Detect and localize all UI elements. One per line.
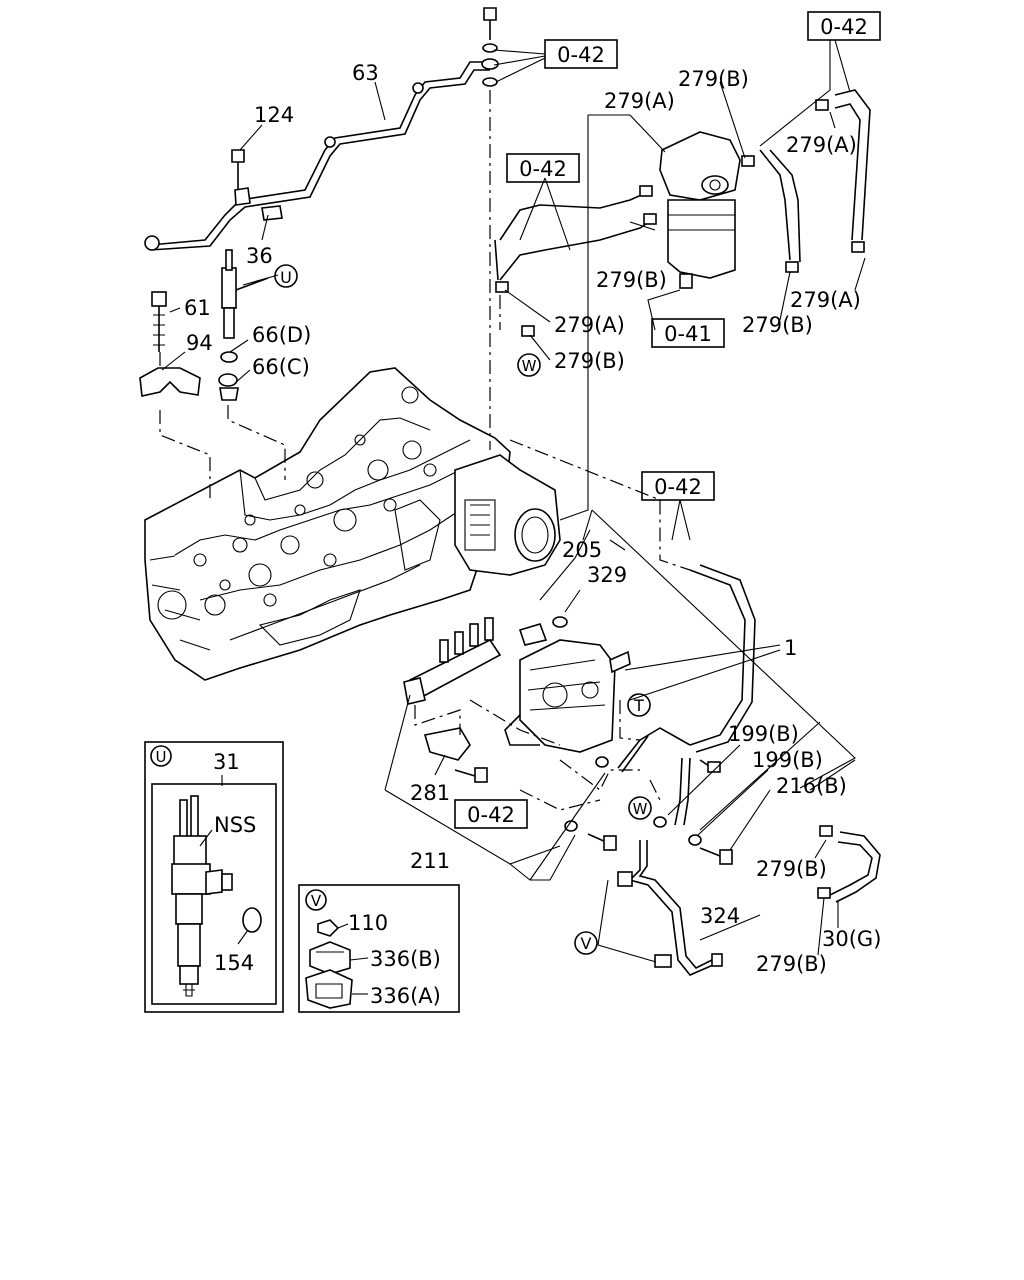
ref-box-mid-label: 0-42 <box>654 475 702 499</box>
leader-lines <box>161 39 866 963</box>
inset-v-label-336a: 336(A) <box>370 984 441 1008</box>
fuel-leak-off-pipe-63 <box>144 7 499 251</box>
inset-v-label-110: 110 <box>348 911 388 935</box>
marker-w-lower-text: W <box>633 800 648 818</box>
callout-279a-lower: 279(A) <box>790 288 861 312</box>
callout-329: 329 <box>587 563 627 587</box>
ref-box-top-label: 0-42 <box>557 43 605 67</box>
marker-u-text: U <box>280 268 292 287</box>
callout-labels: 63 124 36 61 94 66(D) 66(C) 279(A) 279(B… <box>184 61 881 976</box>
callout-279a-left: 279(A) <box>554 313 625 337</box>
inset-u-label-31: 31 <box>213 750 240 774</box>
nut-110 <box>317 919 340 937</box>
marker-w-lower: W <box>628 796 652 820</box>
fuel-filter-assembly <box>494 89 871 337</box>
callout-63: 63 <box>352 61 379 85</box>
callout-279b-hose2: 279(B) <box>756 952 827 976</box>
common-rail <box>403 617 502 783</box>
callout-94: 94 <box>186 331 213 355</box>
callout-124: 124 <box>254 103 294 127</box>
callout-281: 281 <box>410 781 450 805</box>
callout-199b-1: 199(B) <box>728 722 799 746</box>
throttle-body <box>454 454 561 576</box>
callout-279b-filter: 279(B) <box>596 268 667 292</box>
callout-279a-top: 279(A) <box>604 89 675 113</box>
ref-box-left-filter-label: 0-42 <box>519 157 567 181</box>
ref-box-mid: 0-42 <box>641 471 715 501</box>
clamp-336b <box>309 941 351 975</box>
callout-279b-left: 279(B) <box>554 349 625 373</box>
callout-199b-2: 199(B) <box>752 748 823 772</box>
circle-markers: U W T W V <box>274 264 652 955</box>
marker-w-top-text: W <box>522 357 537 375</box>
callout-324: 324 <box>700 904 740 928</box>
fuel-supply-pump <box>518 616 631 753</box>
callout-30g: 30(G) <box>822 927 881 951</box>
ref-box-lower: 0-42 <box>454 799 528 829</box>
assembly-dashed-lines <box>159 90 691 811</box>
marker-t-text: T <box>633 696 644 715</box>
marker-v: V <box>574 931 598 955</box>
callout-279b-filter2: 279(B) <box>742 313 813 337</box>
callout-211: 211 <box>410 849 450 873</box>
ref-box-left-filter: 0-42 <box>506 153 580 183</box>
callout-216b: 216(B) <box>776 774 847 798</box>
inset-u-label-154: 154 <box>214 951 254 975</box>
callout-205: 205 <box>562 538 602 562</box>
ref-box-top: 0-42 <box>544 39 618 69</box>
marker-v-text: V <box>581 934 592 953</box>
injector-detail <box>171 795 262 997</box>
ref-box-filter-label: 0-41 <box>664 322 712 346</box>
inset-v-label-336b: 336(B) <box>370 947 441 971</box>
cylinder-head-illustration <box>144 367 561 681</box>
callout-279b-hose1: 279(B) <box>756 857 827 881</box>
clamp-336a <box>305 969 353 1009</box>
callout-66d: 66(D) <box>252 323 311 347</box>
marker-u: U <box>274 264 298 288</box>
callout-1: 1 <box>784 636 797 660</box>
fuel-pipes-lower <box>504 564 881 976</box>
inset-v-marker: V <box>311 892 322 910</box>
callout-279a-right: 279(A) <box>786 133 857 157</box>
callout-36: 36 <box>246 244 273 268</box>
callout-61: 61 <box>184 296 211 320</box>
callout-66c: 66(C) <box>252 355 310 379</box>
inset-u: U 31 NSS 154 <box>144 741 284 1013</box>
inset-u-label-nss: NSS <box>214 813 256 837</box>
ref-box-top-right: 0-42 <box>807 11 881 41</box>
ref-box-filter: 0-41 <box>651 318 725 348</box>
inset-u-marker: U <box>156 748 167 766</box>
injector-assembly <box>139 249 269 401</box>
callout-279b-top: 279(B) <box>678 67 749 91</box>
marker-t: T <box>627 693 651 717</box>
ref-box-top-right-label: 0-42 <box>820 15 868 39</box>
ref-box-lower-label: 0-42 <box>467 803 515 827</box>
marker-w-top: W <box>517 353 541 377</box>
inset-v: V 110 336(B) 336(A) <box>298 884 460 1013</box>
